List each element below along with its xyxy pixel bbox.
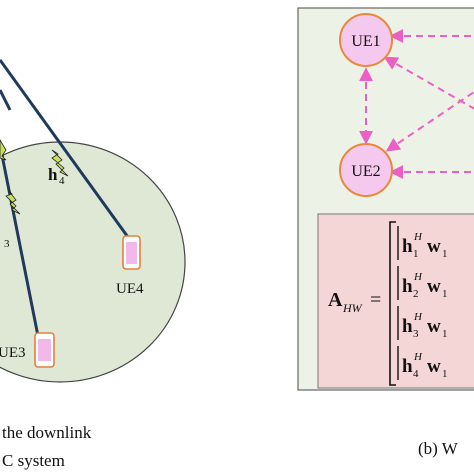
channel-label-h4-sub: 4	[59, 175, 65, 187]
channel-label-h4: h	[48, 165, 58, 184]
matrix-lhs: A	[328, 289, 343, 311]
lightning-bolt-icon	[51, 149, 69, 177]
arrow-ue2-diag	[385, 90, 474, 152]
row1-h: h	[402, 236, 413, 257]
row1-h-sub: 1	[413, 248, 419, 260]
row2-w-sub: 1	[442, 288, 448, 300]
ue4-label: UE4	[116, 281, 144, 297]
row4-sup: H	[413, 351, 423, 363]
channel-label-partial: 3	[4, 238, 10, 250]
row1-sup: H	[413, 231, 423, 243]
beam-h4	[0, 59, 132, 241]
row2-h-sub: 2	[413, 288, 419, 300]
row3-w-sub: 1	[442, 328, 448, 340]
ue2-label: UE2	[351, 163, 380, 180]
ue3-phone-icon	[34, 332, 55, 368]
left-caption-line1: the downlink	[2, 423, 92, 442]
row3-h: h	[402, 316, 413, 337]
row2-h: h	[402, 276, 413, 297]
matrix-box	[317, 213, 474, 389]
ue2-node	[339, 143, 393, 197]
ue3-label: UE3	[0, 345, 26, 361]
row1-w: w	[427, 236, 441, 257]
row2-w: w	[427, 276, 441, 297]
ue1-node	[339, 13, 393, 67]
row1-w-sub: 1	[442, 248, 448, 260]
coverage-ellipse	[0, 141, 186, 383]
right-caption: (b) W	[418, 439, 459, 458]
row3-h-sub: 3	[413, 328, 419, 340]
row4-w: w	[427, 356, 441, 377]
row4-w-sub: 1	[442, 368, 448, 380]
matrix-row-4: h 4 H w 1	[397, 346, 448, 380]
arrow-ue1-diag	[383, 56, 474, 110]
lightning-bolt-icon	[5, 189, 21, 215]
lightning-bolt-icon	[0, 139, 7, 161]
left-caption-line2: C system	[2, 451, 65, 470]
matrix-left-bracket	[389, 221, 396, 386]
row2-sup: H	[413, 271, 423, 283]
matrix-lhs-sub: HW	[342, 301, 363, 315]
right-panel: UE1 UE2 A HW = h 1 H w 1 h 2 H w 1	[297, 7, 474, 458]
matrix-row-2: h 2 H w 1	[397, 266, 448, 300]
ue1-label: UE1	[351, 33, 380, 50]
left-panel: h 4 3 UE4 UE3 the downlink C system	[0, 59, 186, 470]
beam-h3	[0, 144, 40, 337]
matrix-row-3: h 3 H w 1	[397, 306, 448, 340]
ue4-phone-icon	[122, 235, 141, 270]
matrix-row-1: h 1 H w 1	[397, 226, 448, 260]
row3-w: w	[427, 316, 441, 337]
matrix-equals: =	[370, 289, 381, 311]
beam-top	[0, 89, 12, 111]
row4-h: h	[402, 356, 413, 377]
row3-sup: H	[413, 311, 423, 323]
row4-h-sub: 4	[413, 368, 419, 380]
